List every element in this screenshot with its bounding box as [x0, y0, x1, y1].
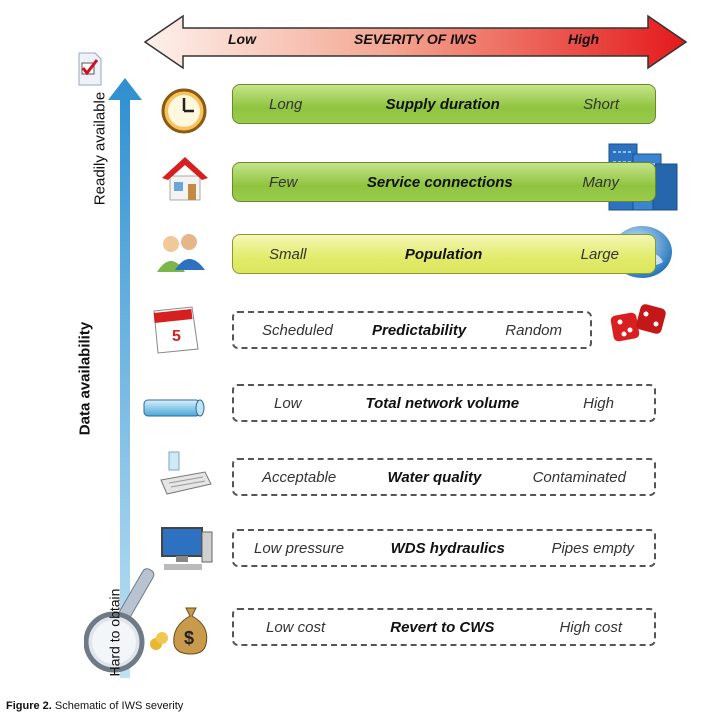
row-label: WDS hydraulics	[390, 539, 505, 557]
row-label: Total network volume	[365, 394, 520, 412]
row-population: Small Population Large	[232, 234, 656, 274]
row-label: Population	[404, 245, 483, 263]
row-low-label: Scheduled	[262, 321, 333, 339]
row-low-label: Few	[269, 173, 298, 191]
checklist-icon	[78, 52, 102, 86]
row-low-label: Small	[269, 245, 307, 263]
row-low-label: Long	[269, 95, 303, 113]
computer-icon	[161, 527, 213, 570]
row-high-label: Contaminated	[532, 468, 626, 486]
row-high-label: Large	[580, 245, 619, 263]
row-high-label: Pipes empty	[551, 539, 634, 557]
severity-low-label: Low	[228, 31, 256, 47]
row-low-label: Acceptable	[262, 468, 337, 486]
people-icon	[157, 234, 205, 272]
calendar-day: 5	[172, 328, 181, 345]
caption-text: Schematic of IWS severity	[51, 700, 184, 712]
severity-title: SEVERITY OF IWS	[354, 31, 477, 47]
row-label: Service connections	[366, 173, 513, 191]
money-bag-icon: $	[150, 607, 208, 655]
row-high-label: High cost	[559, 618, 622, 636]
hard-to-obtain-label: Hard to obtain	[106, 588, 123, 677]
row-label: Revert to CWS	[390, 618, 495, 636]
magnifier-icon	[84, 568, 155, 673]
row-high-label: Random	[505, 321, 562, 339]
calendar-icon: 5	[153, 306, 199, 354]
caption-prefix: Figure 2.	[6, 700, 52, 712]
svg-text:$: $	[184, 628, 194, 648]
row-predictability: Scheduled Predictability Random	[232, 311, 592, 349]
row-total-network-volume: Low Total network volume High	[232, 384, 656, 422]
row-low-label: Low	[274, 394, 302, 412]
figure-caption: Figure 2. Schematic of IWS severity	[6, 700, 183, 712]
row-revert-to-cws: Low cost Revert to CWS High cost	[232, 608, 656, 646]
row-label: Water quality	[387, 468, 482, 486]
keyboard-glass-icon	[160, 451, 212, 495]
row-high-label: Short	[583, 95, 619, 113]
row-wds-hydraulics: Low pressure WDS hydraulics Pipes empty	[232, 529, 656, 567]
readily-available-label: Readily available	[91, 91, 109, 206]
row-service-connections: Few Service connections Many	[232, 162, 656, 202]
row-high-label: Many	[582, 173, 619, 191]
dice-icon	[610, 304, 666, 342]
data-availability-label: Data availability	[76, 321, 94, 436]
data-availability-arrow	[108, 78, 142, 678]
house-icon	[162, 157, 208, 201]
severity-high-label: High	[568, 31, 600, 47]
row-high-label: High	[583, 394, 614, 412]
row-supply-duration: Long Supply duration Short	[232, 84, 656, 124]
row-low-label: Low pressure	[254, 539, 345, 557]
pipe-icon	[143, 399, 205, 417]
row-label: Predictability	[372, 321, 467, 339]
clock-icon	[161, 88, 207, 134]
severity-arrow	[143, 14, 688, 70]
row-water-quality: Acceptable Water quality Contaminated	[232, 458, 656, 496]
row-label: Supply duration	[385, 95, 500, 113]
row-low-label: Low cost	[266, 618, 326, 636]
